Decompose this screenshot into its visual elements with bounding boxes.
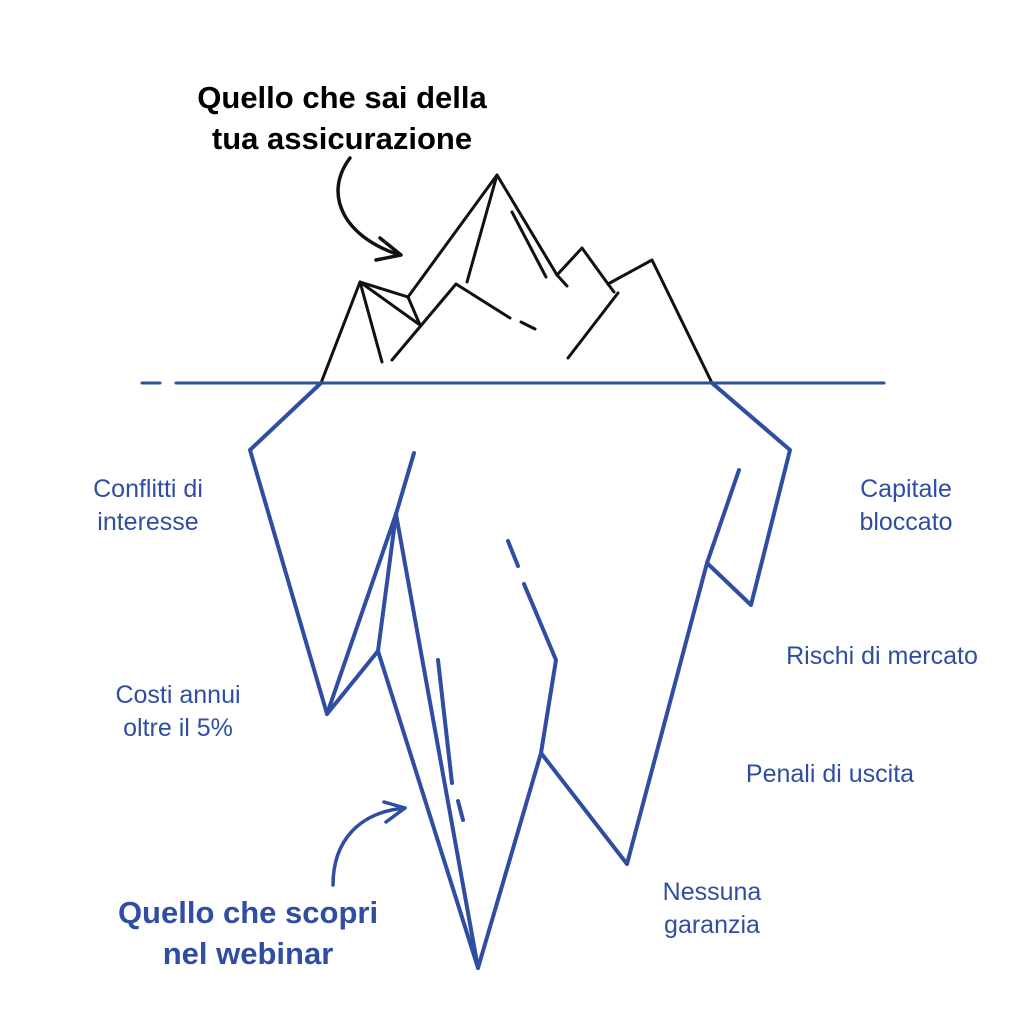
body-center-dash [506,539,520,568]
body-left-inner [325,512,480,970]
arrow-top-curve [336,156,402,257]
body-vertical-line [436,658,454,785]
risk-label-conflicts: Conflitti di interesse [93,475,203,536]
risk-label-capital: Capitale bloccato [859,475,953,536]
arrow-bottom [331,800,407,887]
tip-left-facet [358,280,384,364]
arrow-top-head [374,236,403,262]
risk-label-costs: Costi annui oltre il 5% [115,681,241,742]
risk-label-penalties: Penali di uscita [745,760,915,788]
body-center-line [522,582,558,755]
arrow-top [336,156,403,262]
tip-right-inner [555,273,569,288]
tip-right-step [606,282,616,294]
iceberg-body [248,381,792,970]
risk-label-guarantee: Nessuna garanzia [662,878,762,939]
heading-below-water: Quello che scopri nel webinar [117,895,379,971]
tip-center-left [465,173,499,284]
tip-right-facet [566,291,620,360]
tip-front-peak-dash [519,320,537,331]
tip-front-peak [390,282,512,362]
arrow-bottom-curve [331,806,407,887]
heading-above-water: Quello che sai della tua assicurazione [197,80,487,156]
body-vertical-dash [456,799,465,822]
tip-ridge-line [510,210,548,279]
body-right-line [705,468,741,565]
arrow-bottom-head [382,800,407,824]
risk-label-market: Rischi di mercato [786,642,978,670]
iceberg-tip [319,173,714,385]
